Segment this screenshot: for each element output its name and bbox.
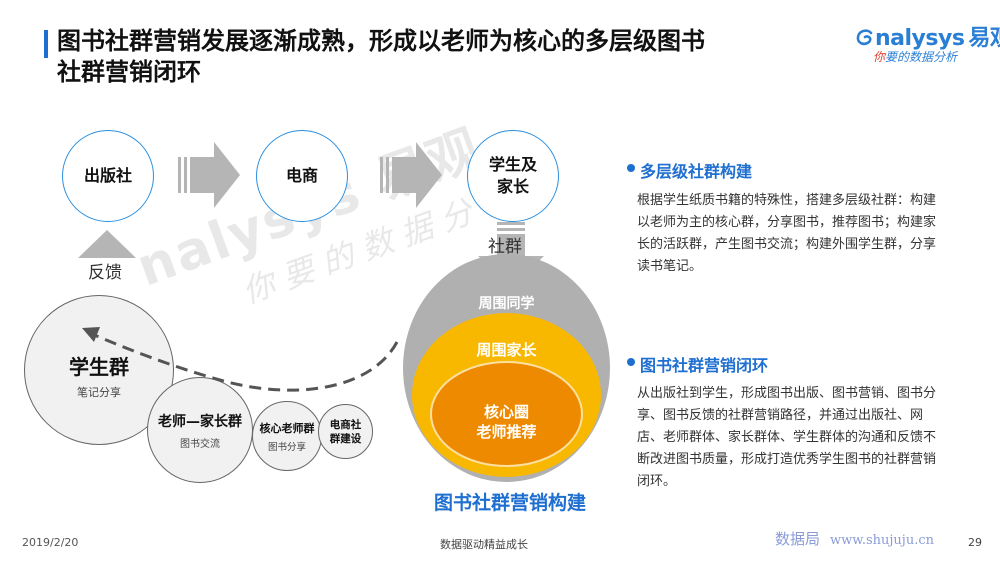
- section-bullet-icon: [627, 358, 635, 366]
- logo-brand-cn: 易观: [968, 26, 1000, 51]
- section-title-closed-loop: 图书社群营销闭环: [640, 356, 769, 375]
- student-group-title: 学生群: [69, 354, 129, 379]
- flow-node-ecommerce: 电商: [256, 130, 348, 222]
- section-title-multilevel: 多层级社群构建: [640, 162, 753, 181]
- flow-node-label: 学生及家长: [488, 155, 537, 196]
- teacher-parent-group-title: 老师—家长群: [158, 413, 242, 430]
- title-accent-bar: [44, 30, 48, 58]
- footer-site-url: www.shujuju.cn: [830, 533, 934, 548]
- flow-node-students-parents: 学生及家长: [467, 130, 559, 222]
- feedback-label: 反馈: [88, 263, 122, 283]
- middle-ring-label: 周围家长: [476, 341, 537, 359]
- core-teacher-group-circle: 核心老师群 图书分享: [252, 401, 322, 471]
- inner-ring-label: 核心圈 老师推荐: [430, 402, 583, 442]
- flow-arrow-right-icon: [380, 142, 442, 208]
- core-teacher-group-subtitle: 图书分享: [267, 441, 306, 453]
- flow-arrow-right-icon: [178, 142, 240, 208]
- core-teacher-group-title: 核心老师群: [259, 421, 315, 435]
- analysys-swirl-icon: [856, 29, 873, 46]
- section-body-closed-loop: 从出版社到学生，形成图书出版、图书营销、图书分享、图书反馈的社群营销路径，并通过…: [637, 386, 937, 489]
- page-title-line1: 图书社群营销发展逐渐成熟，形成以老师为核心的多层级图书: [57, 27, 705, 55]
- section-bullet-icon: [627, 164, 635, 172]
- student-group-subtitle: 笔记分享: [77, 385, 121, 399]
- dashed-loop-arrow-icon: [82, 327, 399, 392]
- ecommerce-community-circle: 电商社群建设: [318, 404, 373, 459]
- footer-date: 2019/2/20: [22, 536, 79, 549]
- community-label: 社群: [488, 237, 522, 257]
- section-body-multilevel: 根据学生纸质书籍的特殊性，搭建多层级社群：构建以老师为主的核心群，分享图书，推荐…: [637, 193, 937, 274]
- logo-tagline-prefix: 你: [873, 50, 886, 64]
- feedback-arrow-up-icon: [78, 230, 136, 258]
- student-group-circle: 学生群 笔记分享: [24, 295, 174, 445]
- page-number: 29: [968, 536, 982, 549]
- page-title-line2: 社群营销闭环: [57, 58, 201, 86]
- outer-ring-label: 周围同学: [478, 296, 535, 312]
- logo-tagline: 你要的数据分析: [873, 48, 957, 65]
- footer-site-watermark: 数据局 www.shujuju.cn: [775, 528, 934, 549]
- page-title: 图书社群营销发展逐渐成熟，形成以老师为核心的多层级图书 社群营销闭环: [57, 26, 857, 88]
- footer-site-cn: 数据局: [775, 530, 821, 548]
- footer-slogan: 数据驱动精益成长: [440, 538, 528, 551]
- inner-ring: [430, 361, 583, 467]
- diagram-caption: 图书社群营销构建: [433, 492, 586, 514]
- flow-node-publisher: 出版社: [62, 130, 154, 222]
- analysys-logo: nalysys易观 你要的数据分析: [855, 20, 1000, 70]
- teacher-parent-group-subtitle: 图书交流: [180, 438, 220, 450]
- flow-node-label: 出版社: [83, 166, 132, 185]
- flow-node-label: 电商: [285, 166, 318, 185]
- inner-ring-label-line1: 核心圈: [483, 403, 529, 421]
- ecommerce-community-title: 电商社群建设: [329, 418, 362, 445]
- logo-brand-latin: nalysys: [875, 26, 965, 51]
- teacher-parent-group-circle: 老师—家长群 图书交流: [147, 377, 253, 483]
- logo-tagline-rest: 要的数据分析: [885, 50, 958, 64]
- inner-ring-label-line2: 老师推荐: [476, 423, 537, 441]
